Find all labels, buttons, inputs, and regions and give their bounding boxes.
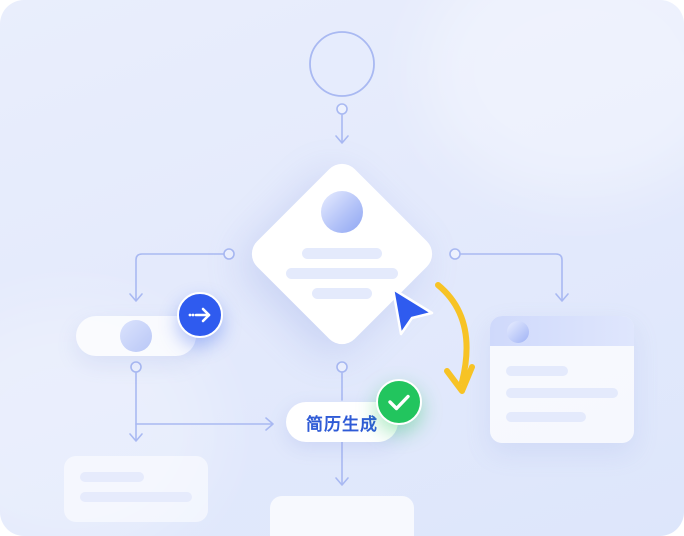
diamond-avatar [321,191,363,233]
placeholder-line [80,492,192,502]
placeholder-card-center [270,496,414,536]
arrow-right-icon [188,307,211,323]
placeholder-card-left [64,456,208,522]
toggle-knob [120,320,152,352]
start-node [309,31,375,97]
info-card [490,316,634,443]
info-card-line [506,388,618,398]
check-badge [376,379,422,425]
diamond-text-line [286,268,398,279]
placeholder-line [80,472,144,482]
info-card-line [506,366,568,376]
diamond-text-line [302,248,382,259]
checkmark-icon [388,394,410,411]
info-card-line [506,412,586,422]
arrow-badge [177,292,223,338]
info-card-avatar [507,321,529,343]
diamond-text-line [312,288,372,299]
resume-generate-label: 简历生成 [286,402,398,442]
